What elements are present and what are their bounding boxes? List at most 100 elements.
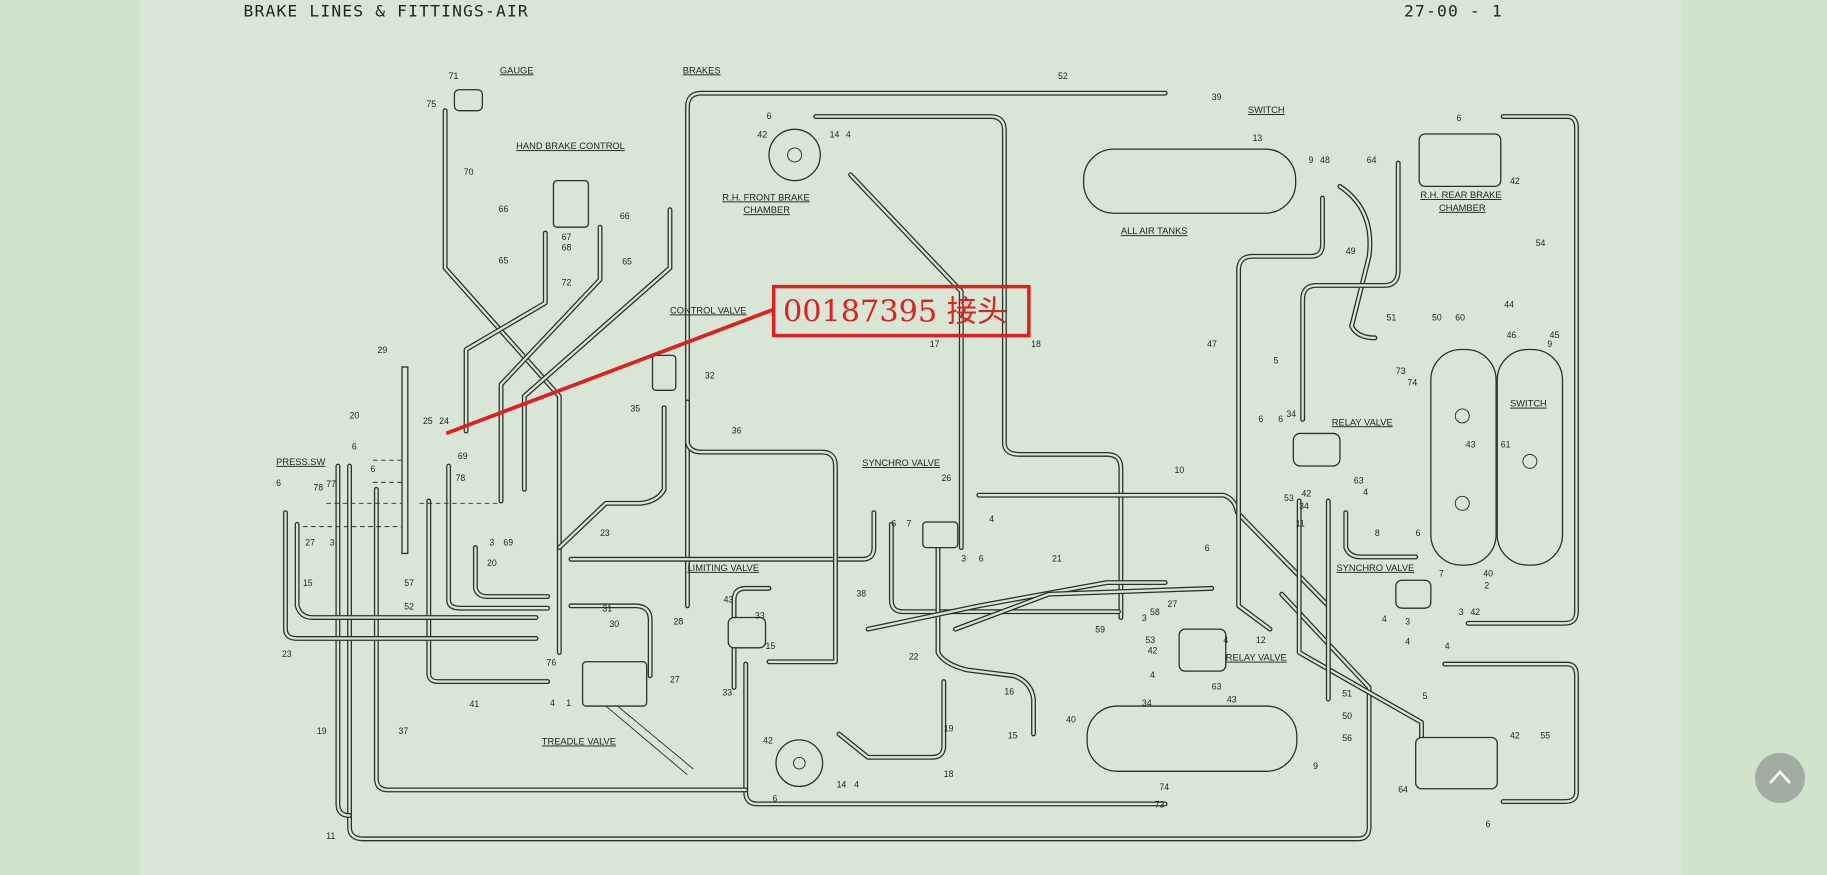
part-number-label: 65 — [499, 255, 509, 265]
rear-brake-chamber — [1418, 133, 1502, 188]
part-number-label: 7 — [907, 519, 912, 529]
part-number-label: 28 — [673, 617, 683, 627]
section-label: TREADLE VALVE — [542, 737, 616, 747]
part-number-label: 23 — [600, 528, 610, 538]
part-number-label: 52 — [1058, 71, 1068, 81]
air-line-11 — [1237, 196, 1324, 631]
part-number-label: 34 — [1299, 501, 1309, 511]
part-number-label: 76 — [546, 657, 556, 667]
part-number-label: 9 — [1547, 339, 1552, 349]
part-number-label: 14 — [837, 780, 847, 790]
part-number-label: 24 — [439, 416, 449, 426]
part-number-label: 27 — [1168, 599, 1178, 609]
section-label: R.H. REAR BRAKE — [1420, 190, 1501, 200]
part-number-label: 11 — [1296, 519, 1305, 529]
part-number-label: 60 — [1455, 312, 1465, 322]
part-number-label: 23 — [282, 649, 292, 659]
relay-valve — [1292, 432, 1341, 467]
part-number-label: 1 — [566, 698, 571, 708]
part-number-label: 63 — [1212, 682, 1222, 692]
synchro-valve-right — [1395, 579, 1432, 609]
air-line-33 — [732, 587, 771, 689]
part-number-label: 16 — [1004, 686, 1014, 696]
annotation-text: 00187395 接头 — [783, 295, 1007, 330]
air-line-18 — [1338, 185, 1377, 340]
part-number-label: 59 — [1095, 625, 1105, 635]
air-line-29 — [837, 680, 945, 759]
air-line-22 — [284, 511, 538, 640]
part-number-label: 73 — [1155, 799, 1165, 809]
part-number-label: 25 — [423, 416, 433, 426]
part-number-label: 61 — [1501, 439, 1511, 449]
air-line-1 — [814, 115, 1123, 619]
part-number-label: 15 — [766, 641, 776, 651]
air-line-7 — [523, 208, 672, 491]
components — [401, 89, 1564, 790]
section-label: PRESS.SW — [276, 457, 325, 467]
part-number-label: 42 — [757, 129, 767, 139]
part-number-label: 6 — [352, 442, 357, 452]
part-number-label: 67 — [562, 232, 572, 242]
part-number-label: 6 — [1486, 819, 1491, 829]
part-number-label: 5 — [1274, 356, 1279, 366]
part-number-label: 4 — [989, 514, 994, 524]
part-number-label: 63 — [1354, 476, 1364, 486]
part-number-label: 42 — [1470, 607, 1480, 617]
part-number-label: 42 — [763, 735, 773, 745]
part-annotation: 00187395 接头 — [445, 284, 1031, 436]
air-line-6 — [464, 231, 547, 433]
part-number-label: 41 — [470, 699, 480, 709]
part-number-label: 52 — [404, 601, 414, 611]
air-line-19 — [1301, 161, 1400, 421]
part-number-label: 6 — [1258, 414, 1263, 424]
part-number-label: 27 — [670, 675, 680, 685]
air-line-20 — [1298, 499, 1423, 747]
part-number-label: 78 — [456, 473, 466, 483]
part-number-label: 11 — [326, 831, 335, 841]
part-number-label: 70 — [464, 167, 474, 177]
part-number-label: 15 — [1008, 731, 1018, 741]
part-number-label: 73 — [1396, 366, 1406, 376]
air-line-2 — [849, 173, 963, 549]
section-label: SYNCHRO VALVE — [862, 458, 940, 468]
part-number-label: 13 — [1253, 133, 1263, 143]
part-number-label: 43 — [1466, 439, 1476, 449]
part-number-label: 34 — [1142, 698, 1152, 708]
air-line-19 — [1300, 160, 1401, 422]
section-label: SWITCH — [1510, 399, 1547, 409]
part-number-label: 53 — [1145, 635, 1155, 645]
air-line-20 — [1296, 498, 1424, 749]
part-number-label: 14 — [830, 129, 840, 139]
part-number-label: 4 — [1382, 614, 1387, 624]
part-number-label: 54 — [1536, 238, 1546, 248]
annotation-box — [771, 284, 1031, 338]
air-line-12 — [1466, 115, 1578, 625]
part-number-label: 37 — [398, 726, 408, 736]
air-line-5 — [499, 226, 602, 503]
part-number-label: 45 — [1550, 330, 1560, 340]
section-label: SYNCHRO VALVE — [1336, 563, 1414, 573]
section-label: LIMITING VALVE — [687, 563, 759, 573]
relay-valve-lower — [1178, 628, 1227, 672]
air-line-18 — [1337, 183, 1378, 341]
annotation-leader-line — [445, 308, 774, 436]
part-number-label: 32 — [705, 371, 715, 381]
section-label: GAUGE — [500, 65, 534, 75]
air-tank-vertical-1 — [1430, 348, 1497, 566]
part-number-label: 48 — [1320, 155, 1330, 165]
part-number-label: 9 — [1308, 155, 1313, 165]
part-number-label: 19 — [317, 726, 327, 736]
section-label: CONTROL VALVE — [670, 305, 746, 315]
part-number-label: 4 — [846, 129, 851, 139]
part-number-label: 31 — [602, 604, 612, 614]
air-line-2 — [848, 172, 964, 551]
synchro-valve — [922, 521, 959, 549]
air-tank-vertical-2 — [1496, 348, 1564, 566]
part-number-label: 10 — [1175, 465, 1185, 475]
scroll-to-top-button[interactable] — [1755, 753, 1805, 803]
rear-brake-chamber-lower — [1415, 736, 1498, 790]
part-number-label: 47 — [1207, 339, 1217, 349]
part-number-label: 29 — [378, 345, 388, 355]
part-number-label: 50 — [1432, 312, 1442, 322]
